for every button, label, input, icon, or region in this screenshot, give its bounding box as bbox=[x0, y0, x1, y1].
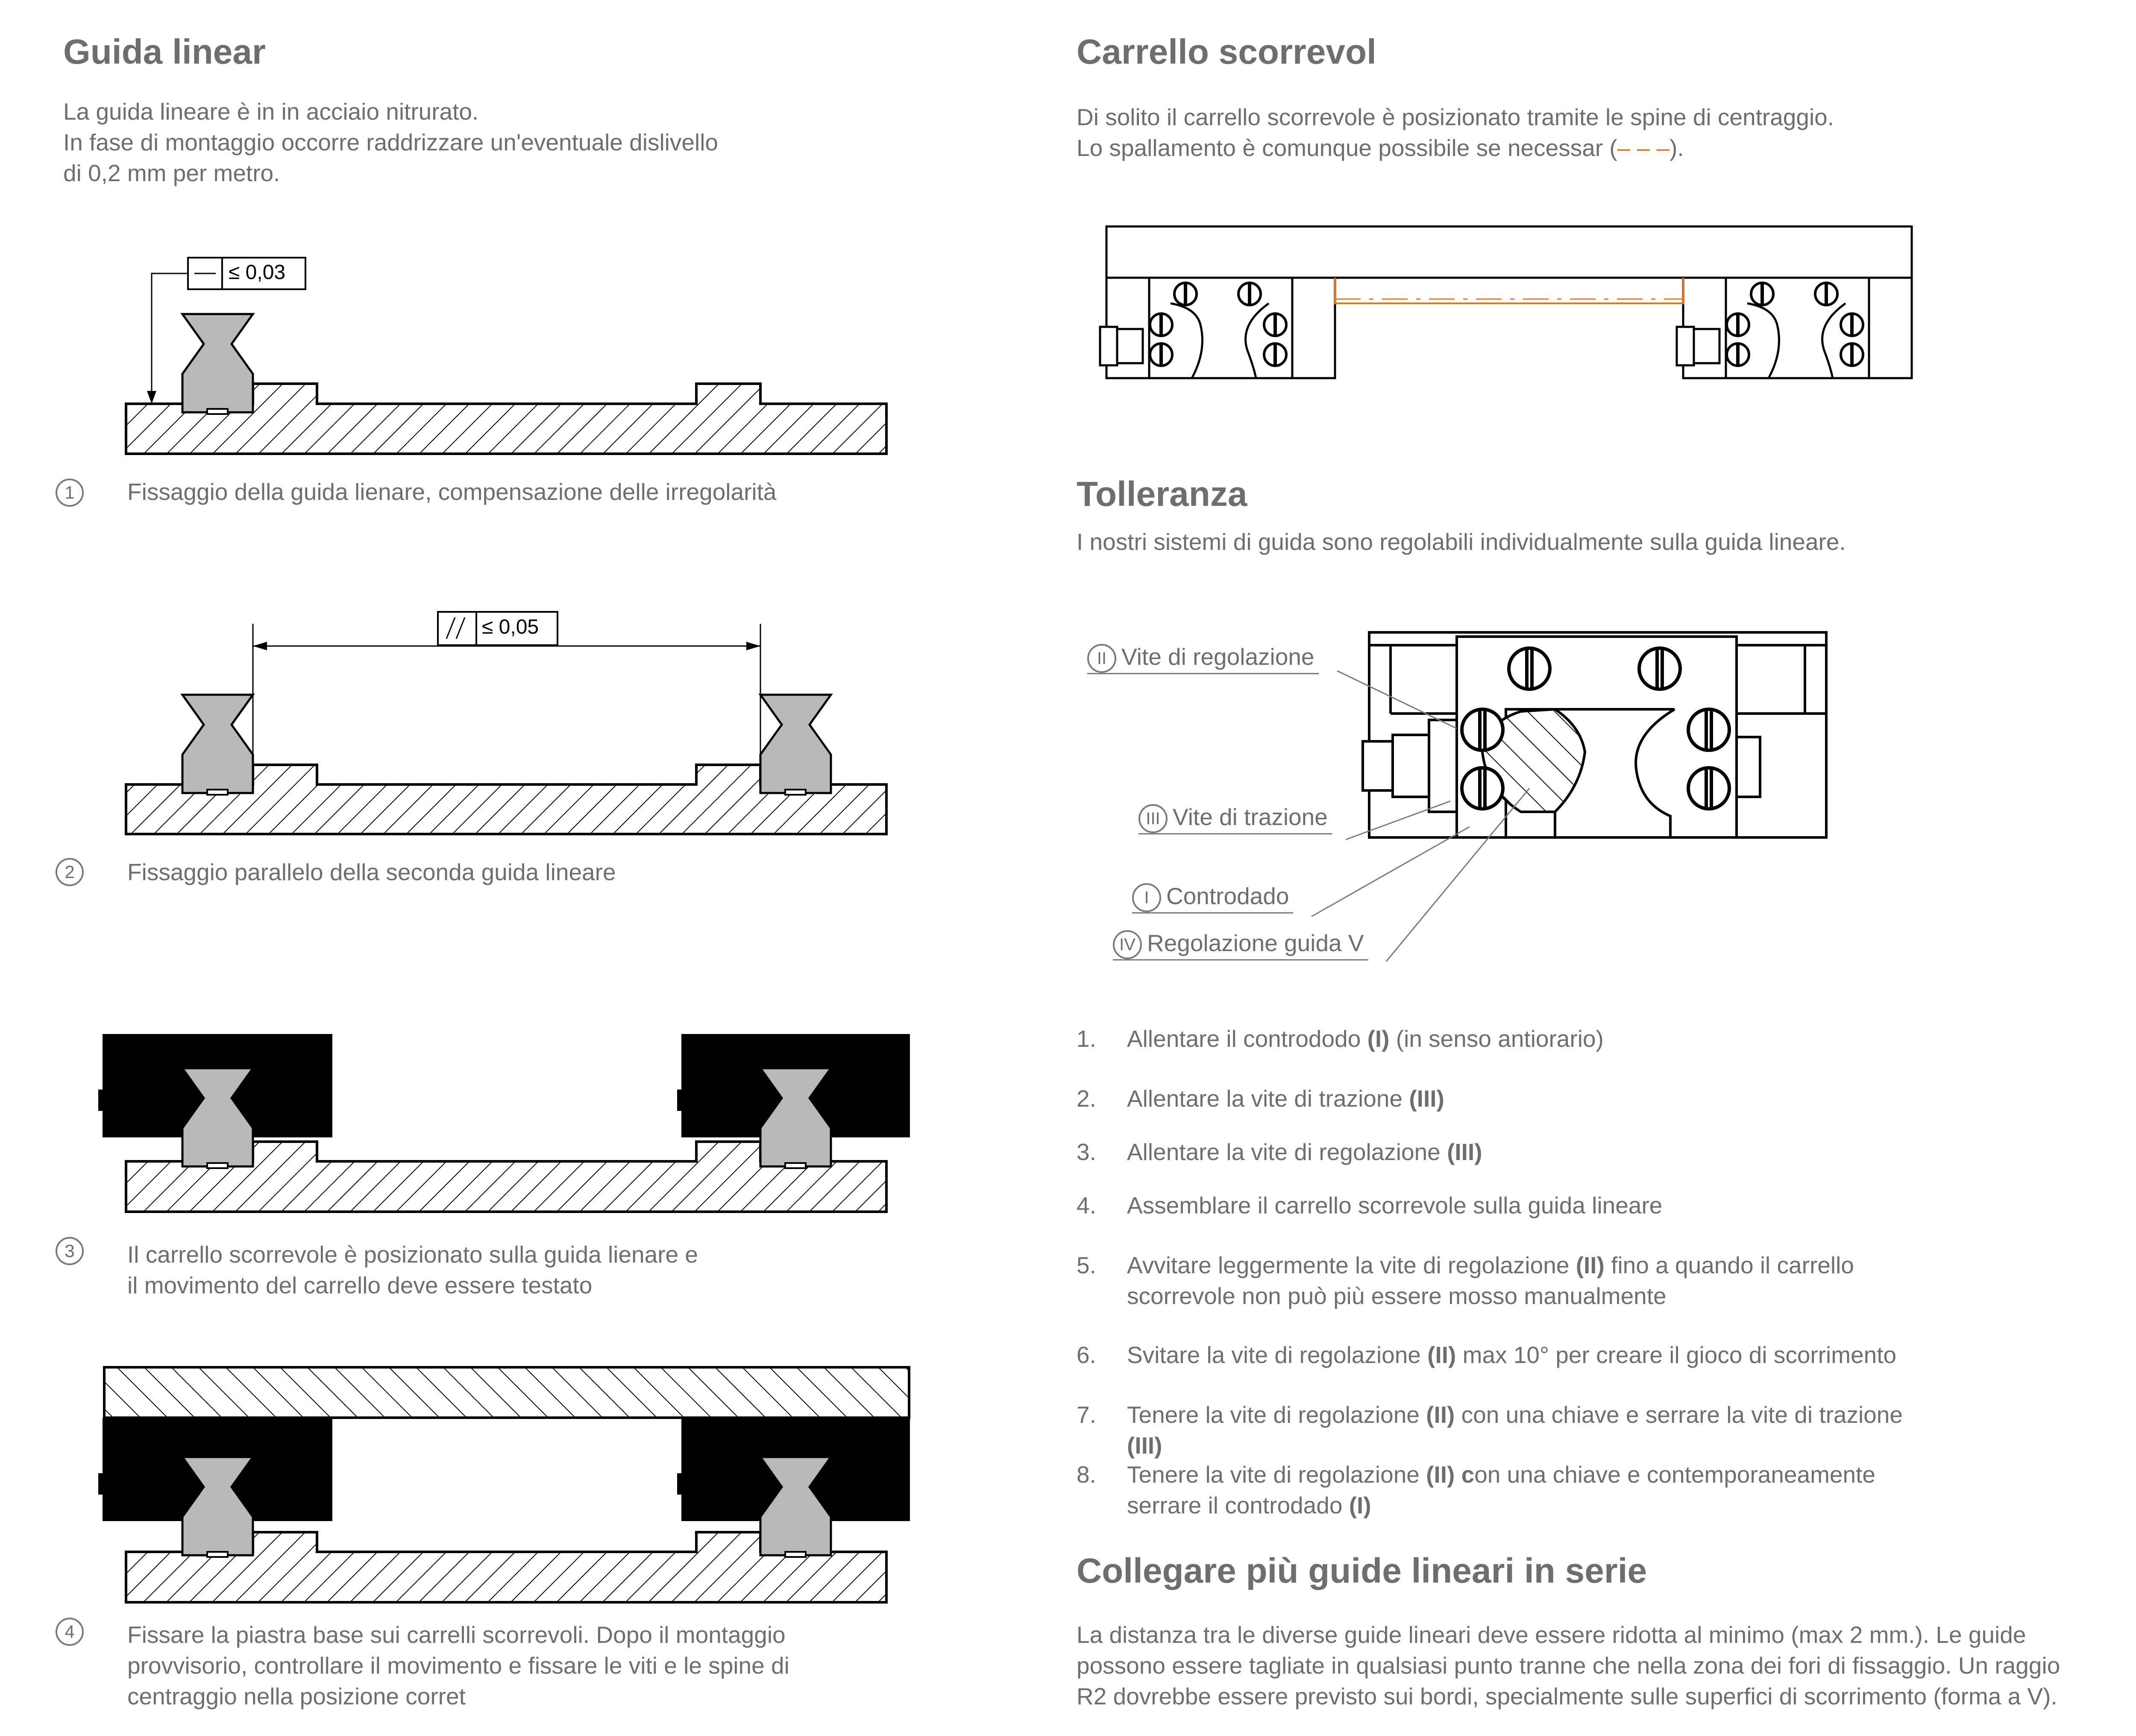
fig2-tolerance-value: ≤ 0,05 bbox=[482, 615, 539, 639]
carrello-title: Carrello scorrevol bbox=[1077, 32, 1376, 71]
fig1-caption: Fissaggio della guida lienare, compensaz… bbox=[127, 479, 777, 505]
carrello-line2-end: ). bbox=[1669, 135, 1684, 161]
step-number: 1. bbox=[1077, 1025, 1096, 1052]
callout-label: Regolazione guida V bbox=[1147, 930, 1364, 956]
roman-iv: IV bbox=[1113, 930, 1142, 960]
step-text: Allentare la vite di trazione (III) bbox=[1127, 1085, 1444, 1112]
fig3-drawing bbox=[98, 1034, 910, 1213]
fig4-number: 4 bbox=[56, 1618, 84, 1646]
fig1-drawing bbox=[125, 257, 888, 455]
step-ref: (II) bbox=[1576, 1252, 1605, 1278]
fig4-drawing bbox=[98, 1366, 910, 1604]
roman-i: I bbox=[1132, 883, 1161, 913]
step-ref: (I) bbox=[1367, 1025, 1390, 1052]
step-text: Avvitare leggermente la vite di regolazi… bbox=[1127, 1252, 1854, 1309]
step-ref: (III) bbox=[1127, 1432, 1162, 1459]
step-number: 2. bbox=[1077, 1085, 1096, 1112]
fig3-number: 3 bbox=[56, 1237, 84, 1265]
step-ref: (II) bbox=[1427, 1342, 1456, 1368]
step-number: 6. bbox=[1077, 1342, 1096, 1368]
dashed-line-sample: – – – bbox=[1617, 135, 1670, 161]
callout-label: Controdado bbox=[1166, 883, 1289, 909]
guida-linear-title: Guida linear bbox=[63, 32, 266, 71]
fig2-caption: Fissaggio parallelo della seconda guida … bbox=[127, 859, 616, 885]
fig1-tolerance-value: ≤ 0,03 bbox=[229, 261, 286, 284]
step-ref: (II) c bbox=[1426, 1461, 1475, 1488]
step-number: 8. bbox=[1077, 1461, 1096, 1488]
roman-iii: III bbox=[1138, 804, 1168, 834]
carrello-line1: Di solito il carrello scorrevole è posiz… bbox=[1077, 104, 1834, 130]
tolleranza-text: I nostri sistemi di guida sono regolabil… bbox=[1077, 529, 1846, 555]
step-ref: (III) bbox=[1409, 1085, 1444, 1112]
tolleranza-title: Tolleranza bbox=[1077, 475, 1247, 514]
carrello-line2: Lo spallamento è comunque possibile se n… bbox=[1077, 132, 1684, 163]
roman-ii: II bbox=[1087, 644, 1116, 673]
step-text: Allentare la vite di regolazione (III) bbox=[1127, 1139, 1482, 1165]
callout-label: Vite di regolazione bbox=[1121, 643, 1314, 670]
step-text: Allentare il contrododo (I) (in senso an… bbox=[1127, 1025, 1604, 1052]
step-text: Svitare la vite di regolazione (II) max … bbox=[1127, 1342, 1897, 1368]
tolleranza-drawing bbox=[1311, 631, 1828, 962]
carrello-drawing bbox=[1099, 225, 1913, 379]
step-number: 4. bbox=[1077, 1192, 1096, 1219]
fig3-caption: Il carrello scorrevole è posizionato sul… bbox=[127, 1241, 698, 1298]
step-number: 3. bbox=[1077, 1139, 1096, 1165]
guida-linear-intro: La guida lineare è in in acciaio nitrura… bbox=[63, 98, 719, 186]
carrello-line2-text: Lo spallamento è comunque possibile se n… bbox=[1077, 135, 1617, 161]
serie-text: La distanza tra le diverse guide lineari… bbox=[1077, 1621, 2060, 1710]
step-text: Tenere la vite di regolazione (II) con u… bbox=[1127, 1461, 1875, 1519]
step-ref: (I) bbox=[1349, 1492, 1371, 1519]
fig2-drawing bbox=[125, 611, 888, 835]
step-number: 5. bbox=[1077, 1252, 1096, 1278]
step-ref: (II) bbox=[1426, 1401, 1455, 1428]
step-ref: (III) bbox=[1447, 1139, 1482, 1165]
serie-title: Collegare più guide lineari in serie bbox=[1077, 1551, 1647, 1590]
callout-label: Vite di trazione bbox=[1173, 804, 1328, 830]
step-text: Tenere la vite di regolazione (II) con u… bbox=[1127, 1401, 1903, 1459]
step-text: Assemblare il carrello scorrevole sulla … bbox=[1127, 1192, 1663, 1219]
fig1-number: 1 bbox=[56, 479, 84, 507]
step-number: 7. bbox=[1077, 1401, 1096, 1428]
fig2-number: 2 bbox=[56, 858, 84, 886]
fig4-caption: Fissare la piastra base sui carrelli sco… bbox=[127, 1621, 789, 1710]
